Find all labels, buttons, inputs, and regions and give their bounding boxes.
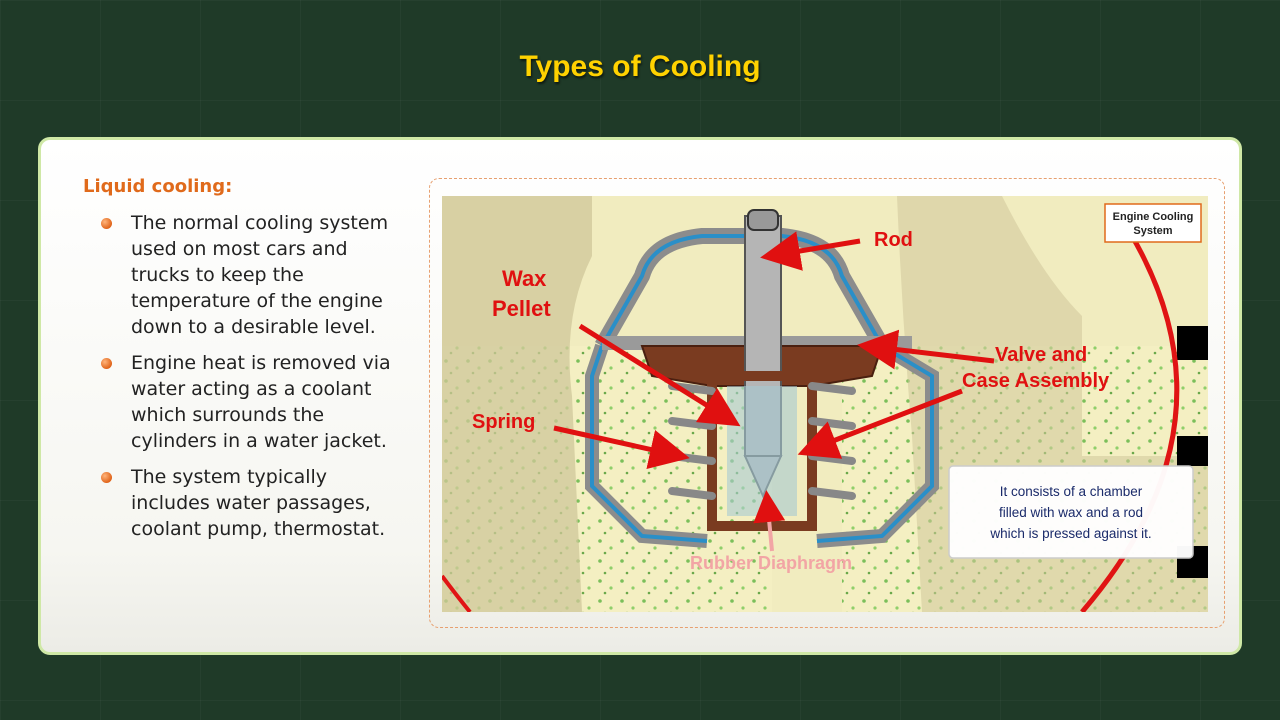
badge-box: [1104, 203, 1202, 243]
label-wax-line2: Pellet: [492, 296, 551, 321]
thermostat-diagram: Rod Wax Pellet Valve and Case Assembly S…: [442, 196, 1208, 612]
diagram-frame: [429, 178, 1225, 628]
arrow-rod: [760, 231, 861, 271]
wax-pellet-inner: [727, 386, 797, 516]
red-arc: [442, 574, 472, 612]
bullet-text: The system typically includes water pass…: [131, 466, 386, 540]
bullet-dot-icon: [101, 472, 112, 483]
badge-line2: System: [1133, 225, 1172, 237]
black-band: [1177, 436, 1208, 466]
label-rod: Rod: [874, 229, 913, 251]
label-valve-line1: Valve and: [995, 344, 1087, 366]
badge-line1: Engine Cooling: [1113, 211, 1194, 223]
caption-box: [948, 465, 1194, 559]
black-band: [1177, 326, 1208, 360]
bullet-dot-icon: [101, 358, 112, 369]
housing-lower-blue: [816, 344, 934, 543]
red-arc: [1080, 234, 1180, 612]
section-heading: Liquid cooling:: [83, 176, 233, 197]
caption-line3: which is pressed against it.: [989, 526, 1151, 541]
label-diaphragm: Rubber Diaphragm: [690, 553, 852, 573]
housing-lower-blue: [590, 345, 708, 543]
arrow-diaphragm: [753, 490, 786, 552]
bullet-item: The normal cooling system used on most c…: [101, 210, 401, 340]
arrow-valve: [857, 329, 995, 370]
arrow-spring: [553, 425, 690, 470]
content-panel: Liquid cooling: The normal cooling syste…: [38, 137, 1242, 655]
slide-title: Types of Cooling: [519, 50, 761, 83]
bullet-item: Engine heat is removed via water acting …: [101, 350, 401, 454]
bullet-text: The normal cooling system used on most c…: [131, 212, 389, 338]
caption-line2: filled with wax and a rod: [999, 505, 1143, 520]
rod-cap: [747, 209, 779, 231]
label-wax-line1: Wax: [502, 266, 547, 291]
label-spring: Spring: [472, 411, 535, 433]
bullet-list: The normal cooling system used on most c…: [101, 210, 401, 552]
arrow-case: [797, 388, 963, 459]
bullet-text: Engine heat is removed via water acting …: [131, 352, 391, 452]
label-valve-line2: Case Assembly: [962, 370, 1110, 392]
housing-outer-blue: [600, 234, 884, 347]
bullet-item: The system typically includes water pass…: [101, 464, 401, 542]
caption-line1: It consists of a chamber: [1000, 484, 1143, 499]
arrow-wax: [578, 323, 741, 427]
engine-block-left: [442, 196, 592, 612]
bullet-dot-icon: [101, 218, 112, 229]
